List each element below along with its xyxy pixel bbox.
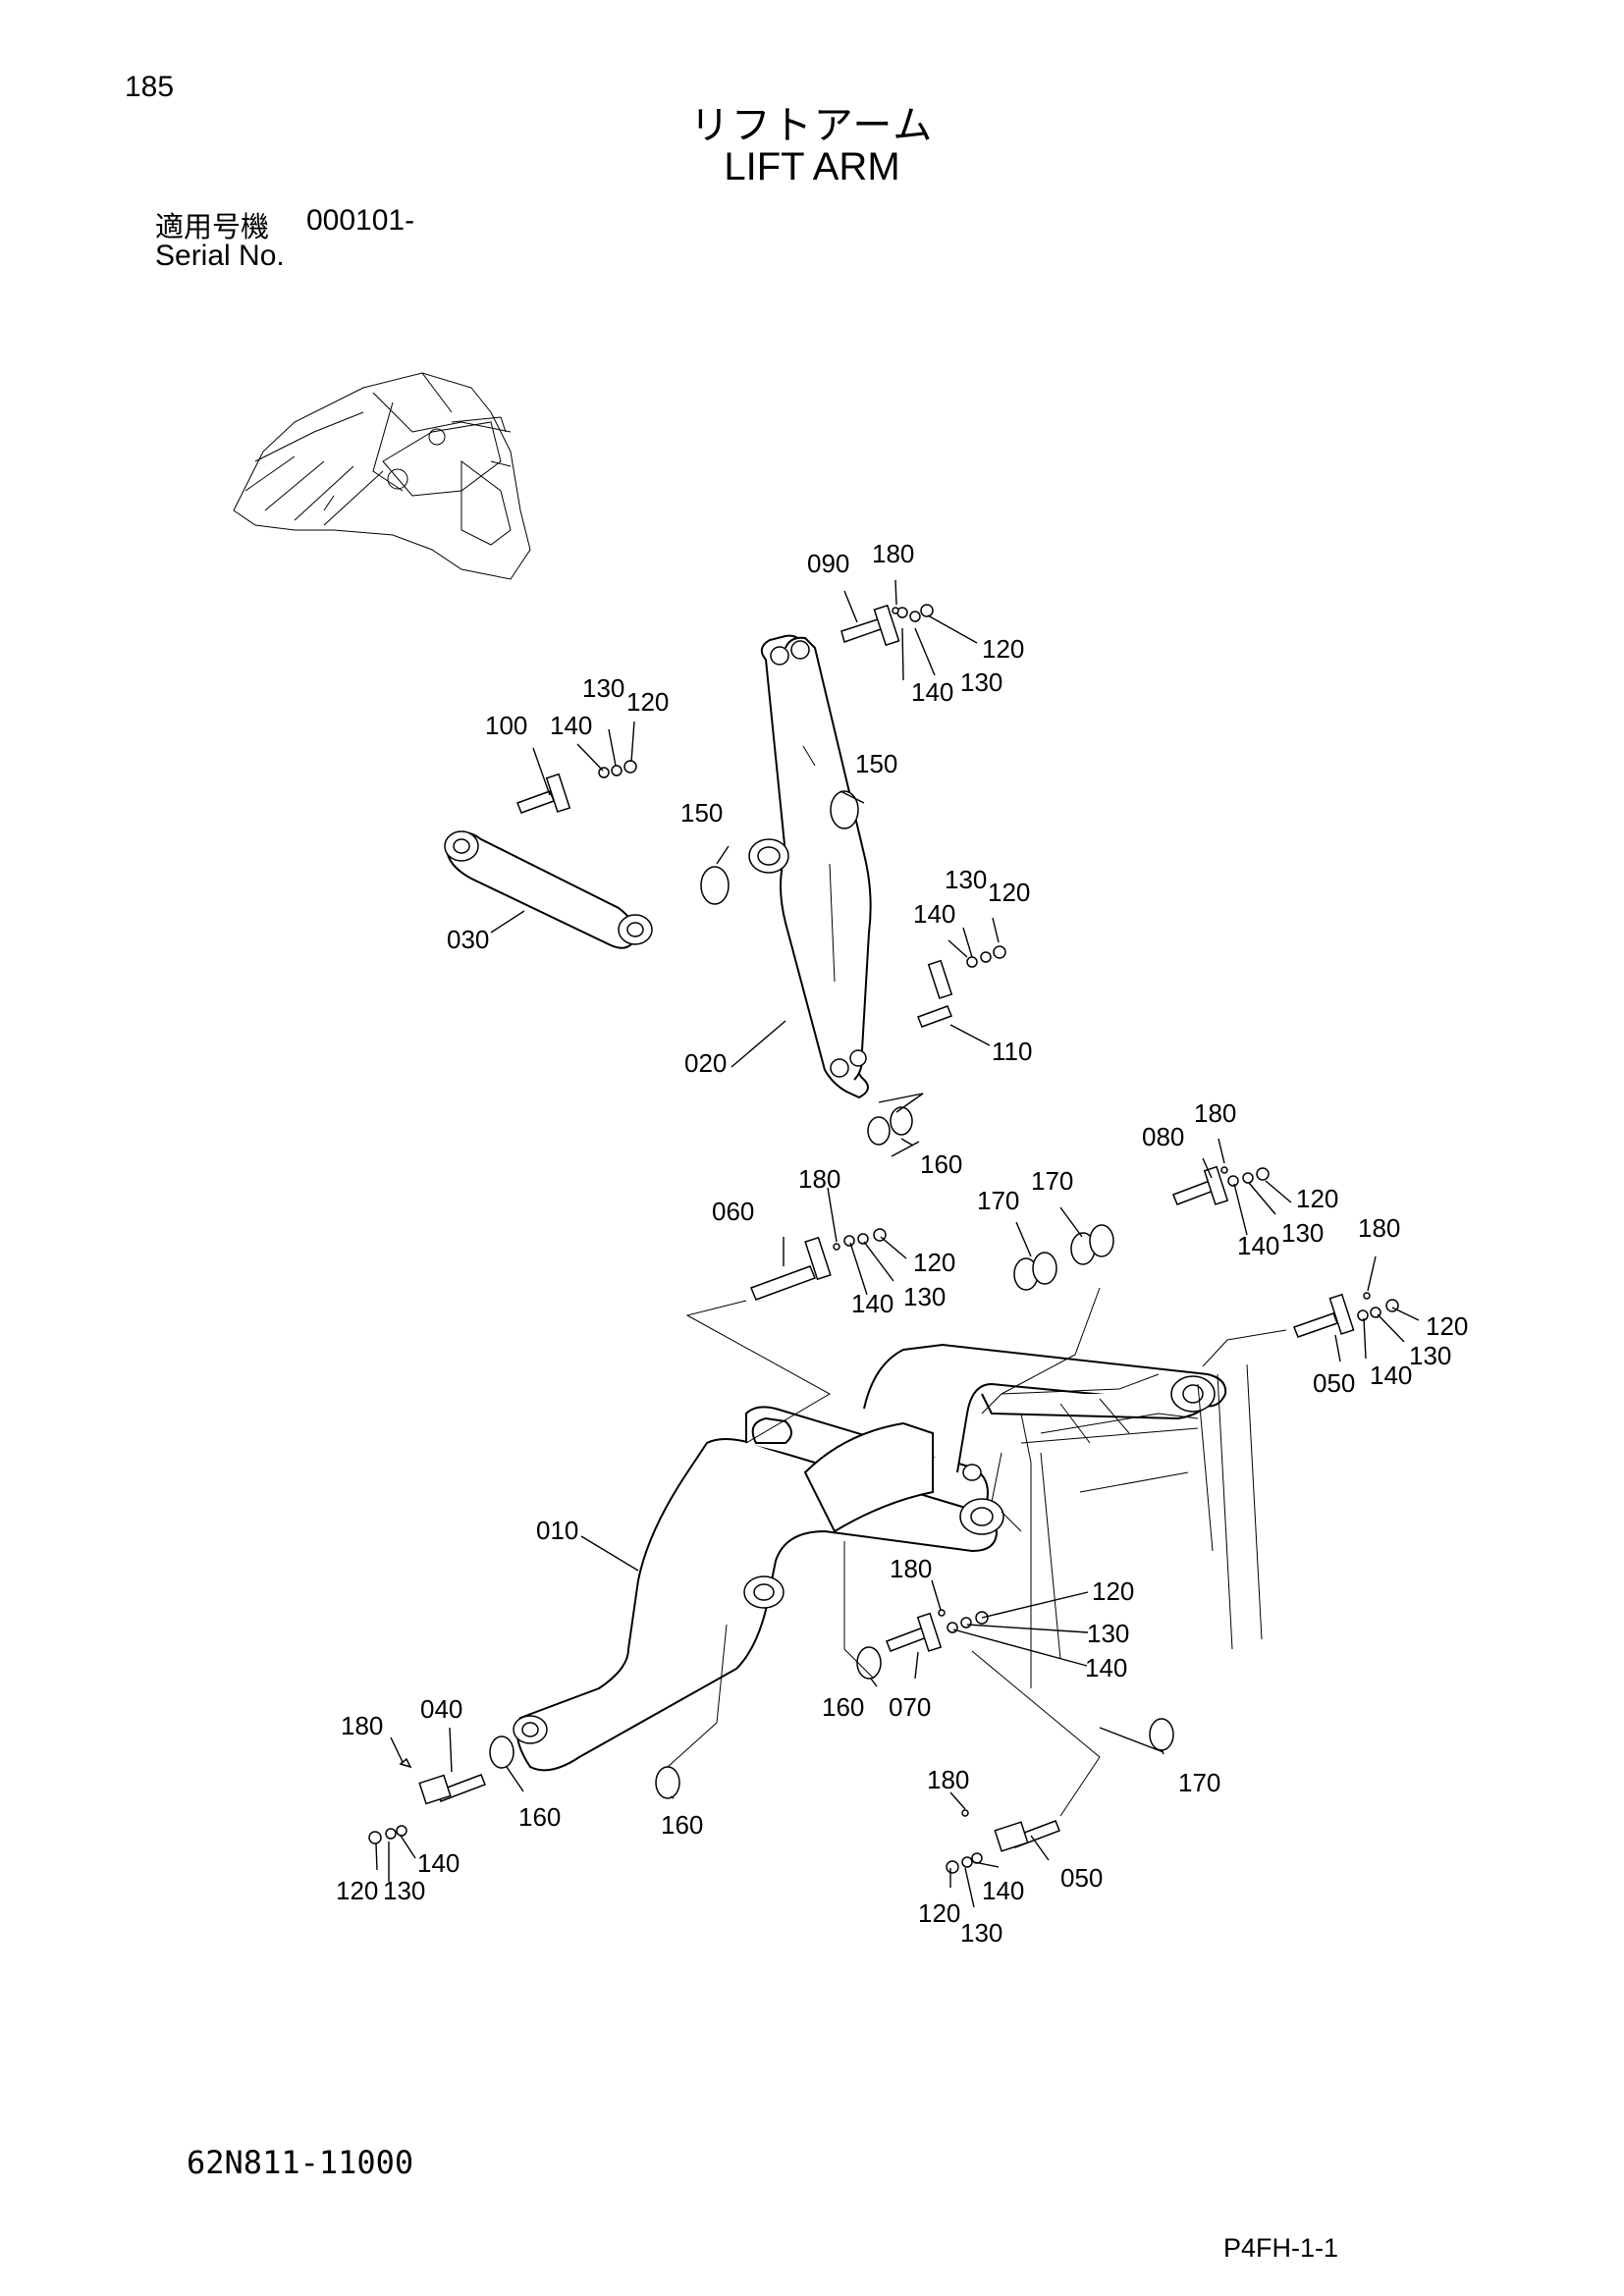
callout-140: 140 — [417, 1848, 460, 1878]
diagram-part-number: 62N811-11000 — [187, 2144, 414, 2181]
callout-090: 090 — [807, 549, 849, 578]
callout-150: 150 — [680, 798, 723, 828]
callout-050: 050 — [1060, 1863, 1103, 1893]
callout-labels: 090 180 120 130 140 100 140 130 120 150 … — [336, 539, 1468, 1948]
part-010-lift-arm — [513, 1343, 1227, 1772]
callout-130: 130 — [582, 673, 624, 703]
callout-130: 130 — [383, 1876, 425, 1905]
callout-140: 140 — [1085, 1653, 1127, 1682]
serial-number-value: 000101- — [306, 204, 415, 237]
page-title-english: LIFT ARM — [724, 145, 900, 188]
callout-160: 160 — [822, 1692, 864, 1722]
page-title-japanese: リフトアーム — [689, 103, 935, 148]
callout-020: 020 — [684, 1048, 727, 1078]
page-number: 185 — [125, 71, 175, 103]
callout-130: 130 — [945, 865, 987, 894]
callout-180: 180 — [927, 1765, 969, 1794]
callout-130: 130 — [960, 667, 1002, 697]
callout-120: 120 — [1092, 1576, 1134, 1606]
callout-050: 050 — [1313, 1368, 1355, 1398]
callout-130: 130 — [960, 1918, 1002, 1948]
callout-030: 030 — [447, 925, 489, 954]
callout-170: 170 — [977, 1186, 1019, 1215]
callout-180: 180 — [341, 1711, 383, 1740]
part-030-link — [444, 830, 653, 949]
callout-120: 120 — [1426, 1311, 1468, 1341]
leader-lines — [375, 579, 1420, 1908]
callout-120: 120 — [988, 878, 1030, 907]
callout-120: 120 — [918, 1898, 960, 1928]
callout-120: 120 — [1296, 1184, 1338, 1213]
machine-frame — [981, 1363, 1263, 1688]
machine-overview-illustration — [233, 372, 531, 580]
seal-rings — [489, 790, 1174, 1799]
callout-130: 130 — [903, 1282, 946, 1311]
callout-180: 180 — [798, 1164, 840, 1194]
callout-180: 180 — [872, 539, 914, 568]
callout-120: 120 — [913, 1248, 955, 1277]
callout-140: 140 — [550, 711, 592, 740]
serial-label-japanese: 適用号機 — [155, 210, 270, 243]
callout-140: 140 — [913, 899, 955, 929]
callout-080: 080 — [1142, 1122, 1184, 1151]
callout-160: 160 — [518, 1802, 561, 1832]
callout-170: 170 — [1178, 1768, 1220, 1797]
callout-130: 130 — [1281, 1218, 1324, 1248]
callout-170: 170 — [1031, 1166, 1073, 1196]
callout-160: 160 — [920, 1149, 962, 1179]
callout-140: 140 — [982, 1876, 1024, 1905]
callout-120: 120 — [982, 634, 1024, 664]
callout-180: 180 — [1194, 1098, 1236, 1128]
callout-140: 140 — [1237, 1231, 1279, 1260]
part-020-bellcrank — [748, 634, 872, 1099]
serial-label-english: Serial No. — [155, 240, 285, 272]
callout-010: 010 — [536, 1516, 578, 1545]
callout-040: 040 — [420, 1694, 462, 1724]
callout-140: 140 — [911, 677, 953, 707]
page-code: P4FH-1-1 — [1223, 2233, 1339, 2263]
callout-100: 100 — [485, 711, 527, 740]
callout-130: 130 — [1087, 1619, 1129, 1648]
callout-180: 180 — [1358, 1213, 1400, 1243]
callout-110: 110 — [992, 1037, 1032, 1066]
callout-150: 150 — [855, 749, 897, 778]
callout-130: 130 — [1409, 1341, 1451, 1370]
callout-140: 140 — [851, 1289, 893, 1318]
callout-060: 060 — [712, 1197, 754, 1226]
callout-120: 120 — [626, 687, 669, 717]
callout-180: 180 — [890, 1554, 932, 1583]
callout-140: 140 — [1370, 1361, 1412, 1390]
callout-160: 160 — [661, 1810, 703, 1840]
callout-070: 070 — [889, 1692, 931, 1722]
callout-120: 120 — [336, 1876, 378, 1905]
